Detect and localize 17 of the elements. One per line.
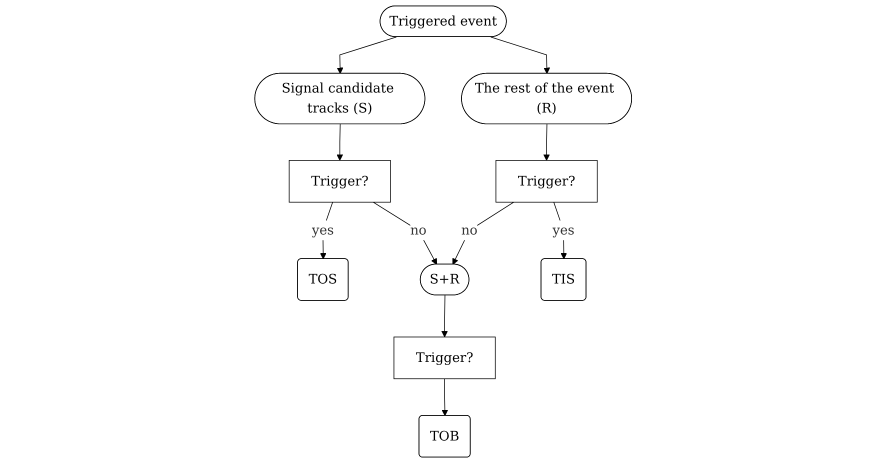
arrow <box>554 202 568 260</box>
arrow <box>490 36 550 74</box>
arrow <box>336 124 344 161</box>
edge-label: yes <box>312 222 334 238</box>
arrow <box>320 202 334 260</box>
arrow <box>452 202 514 265</box>
node-box: Trigger? <box>289 160 392 203</box>
node-box: Trigger? <box>496 160 598 203</box>
arrow <box>442 294 448 338</box>
edge-label: yes <box>552 222 575 238</box>
arrow <box>373 202 438 265</box>
arrow <box>442 378 448 416</box>
node-box: Trigger? <box>394 336 496 380</box>
edge-label: no <box>410 222 427 238</box>
arrow <box>544 124 550 161</box>
edge-label: no <box>461 222 478 238</box>
arrow <box>337 36 398 74</box>
